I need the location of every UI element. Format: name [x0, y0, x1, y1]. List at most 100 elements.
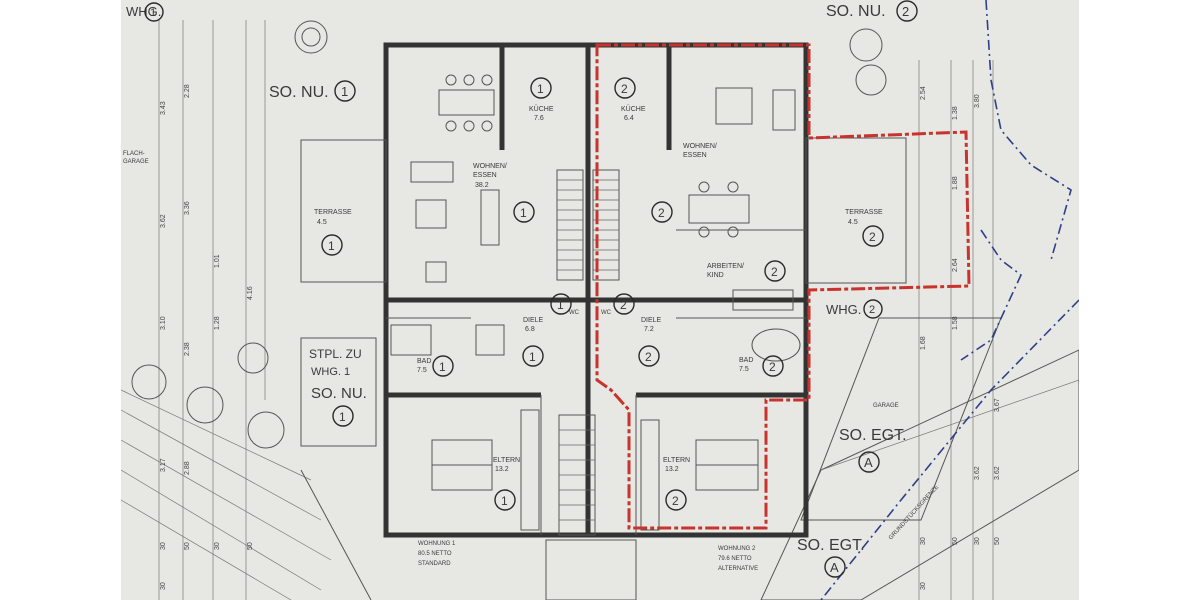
whg-2-circle [863, 299, 883, 319]
so-nu-2-top-label: SO. NU. [826, 3, 886, 20]
dim-left-7: 2.88 [184, 461, 191, 475]
terrasse-1-num: 1 [328, 239, 335, 253]
whg-top-left-label: WHG. [126, 4, 161, 19]
terrasse-1-circle [321, 234, 343, 256]
dim-left-3: 3.62 [160, 214, 167, 228]
red-boundary-wohnung-2 [595, 43, 971, 530]
so-nu-1-label: SO. NU. [269, 84, 329, 101]
garage-strips [760, 317, 1079, 600]
wohnen-1-area: 38.2 [475, 182, 489, 189]
blue-boundary-right [960, 229, 1022, 361]
whg-2-num: 2 [869, 304, 875, 316]
dim-left-5: 2.38 [184, 342, 191, 356]
dimension-lines-right [918, 60, 994, 600]
arbeiten-2-circle [764, 260, 786, 282]
blue-boundary-diagonal [820, 299, 1079, 600]
dimension-lines-left [158, 20, 266, 600]
stpl-line1: STPL. ZU [309, 347, 362, 361]
terrasse-2-name: TERRASSE [845, 209, 883, 216]
dimension-values-right: 2.54 1.38 3.80 1.88 3.67 2.64 3.62 1.68 … [920, 86, 1001, 480]
grundstuecksgrenze-label: GRUNDSTÜCKSGRENZE [887, 484, 940, 542]
diele-1-num: 1 [529, 350, 536, 364]
floor-plan-drawing: WHG. 1 SO. NU. 2 SO. NU. 1 FLACH- GARAGE… [121, 0, 1079, 600]
dim-bottom-5: 30 [920, 537, 927, 545]
dim-bottom-6: 50 [952, 537, 959, 545]
arbeiten-2-name1: ARBEITEN/ [707, 263, 744, 270]
so-egt-2-label: SO. EGT. [797, 537, 865, 554]
dim-right-4: 3.67 [994, 398, 1001, 412]
wohnen-2-name2: ESSEN [683, 152, 707, 159]
dim-bottom-0: 30 [160, 542, 167, 550]
arbeiten-2-num: 2 [771, 265, 778, 279]
stpl-num: 1 [339, 410, 346, 424]
dim-bottom-7: 30 [974, 537, 981, 545]
garage-label: GARAGE [873, 403, 899, 409]
dim-left-6: 3.17 [160, 458, 167, 472]
bad-1-circle [432, 355, 454, 377]
wohnen-1-name1: WOHNEN/ [473, 163, 507, 170]
dim-right-2: 3.80 [974, 94, 981, 108]
wohnen-1-circle [513, 201, 535, 223]
kueche-1-circle [530, 77, 552, 99]
dim-right-1: 1.38 [952, 106, 959, 120]
dim-right-8: 1.58 [952, 316, 959, 330]
dim-bottom-1: 50 [184, 542, 191, 550]
terrasse-1-name: TERRASSE [314, 209, 352, 216]
wohnung-2-line1: WOHNUNG 2 [718, 546, 756, 552]
kueche-1-name: KÜCHE [529, 105, 554, 113]
wc-2-name: WC [601, 310, 612, 316]
so-egt-1-label: SO. EGT. [839, 427, 907, 444]
whg-top-left-num: 1 [150, 7, 156, 19]
diele-1-circle [522, 345, 544, 367]
diele-1-area: 6.8 [525, 326, 535, 333]
dim-bottom-2: 30 [214, 542, 221, 550]
so-nu-2-top-num: 2 [902, 4, 909, 19]
so-nu-1-num: 1 [341, 84, 348, 99]
wohnen-1-name2: ESSEN [473, 172, 497, 179]
whg-top-left-circle [144, 2, 164, 22]
bad-2-area: 7.5 [739, 366, 749, 373]
bad-1-num: 1 [439, 360, 446, 374]
kueche-2-num: 2 [621, 82, 628, 96]
stpl-line2: WHG. 1 [311, 366, 350, 378]
dimension-values-left: 3.43 2.28 3.36 3.62 1.01 2.38 3.17 2.88 … [160, 84, 254, 475]
bad-2-name: BAD [739, 357, 753, 364]
dimension-values-bottom: 30 50 30 50 30 30 50 30 50 30 [160, 537, 1001, 590]
diele-2-circle [638, 345, 660, 367]
kueche-2-circle [614, 77, 636, 99]
dim-right-0: 2.54 [920, 86, 927, 100]
terrasse-2-num: 2 [869, 230, 876, 244]
kueche-1-area: 7.6 [534, 115, 544, 122]
eltern-2-name: ELTERN [663, 457, 690, 464]
wc-2-num: 2 [620, 298, 627, 312]
stpl-box [300, 337, 377, 447]
terrasse-2-area: 4.5 [848, 219, 858, 226]
bad-1-name: BAD [417, 358, 431, 365]
so-nu-2-top-circle [896, 0, 918, 22]
wc-1-num: 1 [557, 298, 564, 312]
dim-right-5: 2.64 [952, 258, 959, 272]
wohnen-2-circle [651, 201, 673, 223]
stpl-line3: SO. NU. [311, 385, 367, 402]
dim-bottom-9: 30 [920, 582, 927, 590]
eltern-2-circle [665, 489, 687, 511]
wc-1-circle [550, 293, 572, 315]
dim-bottom-4: 30 [160, 582, 167, 590]
dim-right-6: 3.62 [974, 466, 981, 480]
eltern-2-num: 2 [672, 494, 679, 508]
wohnung-2-line3: ALTERNATIVE [718, 566, 758, 572]
furniture [390, 74, 801, 531]
arbeiten-2-name2: KIND [707, 272, 724, 279]
eltern-2-area: 13.2 [665, 466, 679, 473]
dim-left-4: 1.01 [214, 254, 221, 268]
dim-left-9: 1.28 [214, 316, 221, 330]
flachgarage-line2: GARAGE [123, 159, 149, 165]
dim-left-1: 2.28 [184, 84, 191, 98]
dim-right-3: 1.88 [952, 176, 959, 190]
dim-bottom-8: 50 [994, 537, 1001, 545]
dim-left-10: 4.16 [247, 286, 254, 300]
dim-left-0: 3.43 [160, 101, 167, 115]
diele-2-name: DIELE [641, 317, 662, 324]
wc-2-circle [613, 293, 635, 315]
slope-hatching [121, 389, 372, 600]
